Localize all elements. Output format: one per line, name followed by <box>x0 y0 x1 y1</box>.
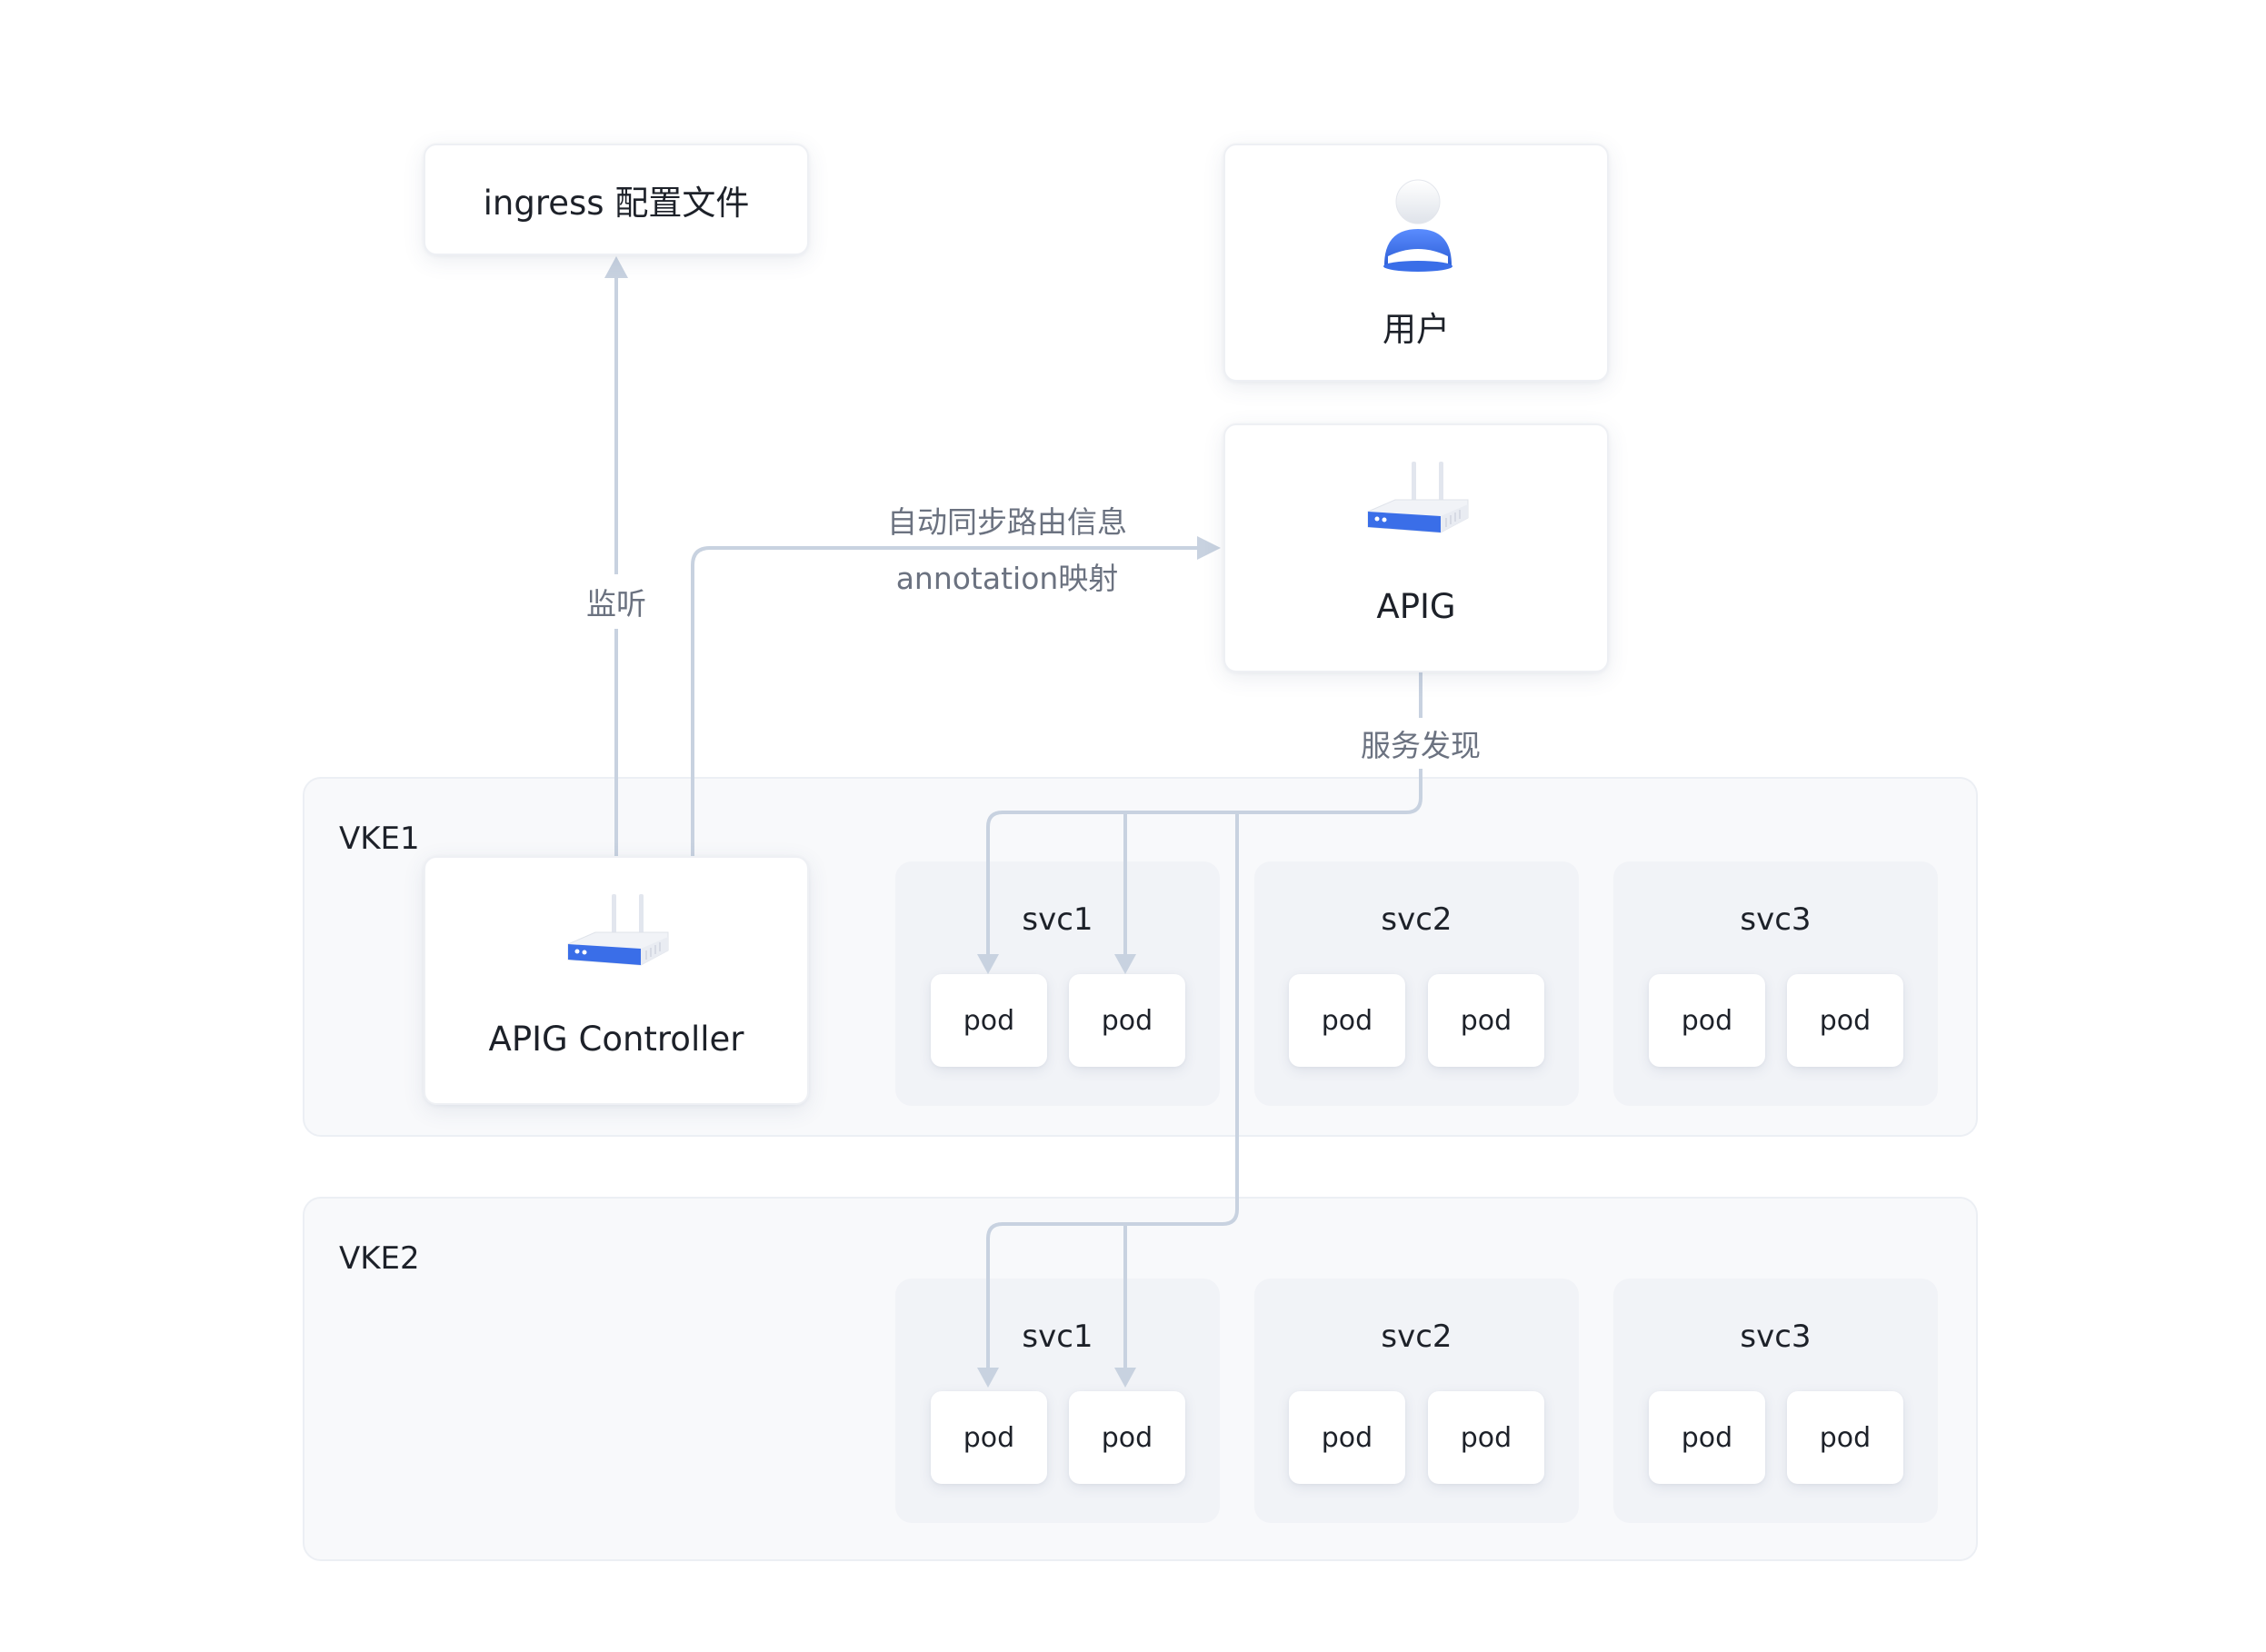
vke2-svc1-pod-1: pod <box>931 1391 1047 1484</box>
vke1-svc1-pod-2: pod <box>1069 974 1185 1067</box>
ingress-config-label: ingress 配置文件 <box>483 183 750 223</box>
vke2-svc2-pod-1: pod <box>1289 1391 1405 1484</box>
vke1-svc2: svc2 pod pod <box>1254 861 1579 1106</box>
user-avatar-icon <box>1383 179 1452 272</box>
ingress-config-node: ingress 配置文件 <box>424 144 809 255</box>
vke1-svc2-pod-2: pod <box>1428 974 1544 1067</box>
vke1-svc3-pod-2: pod <box>1787 974 1903 1067</box>
edge-vke2-branch <box>986 811 1239 1378</box>
apig-node: APIG <box>1223 423 1609 672</box>
router-gateway-icon <box>1367 462 1469 533</box>
vke2-svc1-pod-2: pod <box>1069 1391 1185 1484</box>
edge-label-listen: 监听 <box>573 574 660 629</box>
arrow-head-ingress <box>604 256 628 278</box>
vke2-svc2: svc2 pod pod <box>1254 1279 1579 1523</box>
router-gateway-icon <box>567 894 669 966</box>
vke1-svc3-label: svc3 <box>1740 901 1812 938</box>
vke2-svc3-label: svc3 <box>1740 1319 1812 1355</box>
vke1-svc3: svc3 pod pod <box>1613 861 1938 1106</box>
vke2-svc2-pod-2: pod <box>1428 1391 1544 1484</box>
edge-label-sync-line1: 自动同步路由信息 <box>862 498 1153 542</box>
vke2-svc3: svc3 pod pod <box>1613 1279 1938 1523</box>
vke2-svc3-pod-2: pod <box>1787 1391 1903 1484</box>
vke2-svc1-label: svc1 <box>1022 1319 1093 1355</box>
arrow-head-vke1-pod2 <box>1114 954 1136 974</box>
arrow-head-vke1-pod1 <box>977 954 999 974</box>
arrow-head-vke2-pod1 <box>977 1368 999 1388</box>
apig-controller-node: APIG Controller <box>424 856 809 1105</box>
arrow-head-vke2-pod2 <box>1114 1368 1136 1388</box>
edge-sync <box>691 546 1202 858</box>
vke2-svc1: svc1 pod pod <box>895 1279 1220 1523</box>
edge-label-service-discovery: 服务发现 <box>1343 718 1498 769</box>
vke2-svc3-pod-1: pod <box>1649 1391 1765 1484</box>
vke1-svc1-pod-1: pod <box>931 974 1047 1067</box>
edge-service-discovery <box>986 671 1422 965</box>
vke1-svc2-label: svc2 <box>1381 901 1452 938</box>
arrow-head-apig <box>1197 536 1221 560</box>
vke2-svc2-label: svc2 <box>1381 1319 1452 1355</box>
cluster-vke1-label: VKE1 <box>339 821 420 857</box>
apig-label: APIG <box>1376 587 1456 626</box>
cluster-vke2-label: VKE2 <box>339 1240 420 1277</box>
vke1-svc2-pod-1: pod <box>1289 974 1405 1067</box>
vke1-svc1: svc1 pod pod <box>895 861 1220 1106</box>
apig-controller-label: APIG Controller <box>488 1020 744 1059</box>
user-label: 用户 <box>1383 310 1450 349</box>
edge-label-sync-line2: annotation映射 <box>862 554 1153 598</box>
vke1-svc3-pod-1: pod <box>1649 974 1765 1067</box>
vke1-svc1-label: svc1 <box>1022 901 1093 938</box>
user-node: 用户 <box>1223 144 1609 382</box>
